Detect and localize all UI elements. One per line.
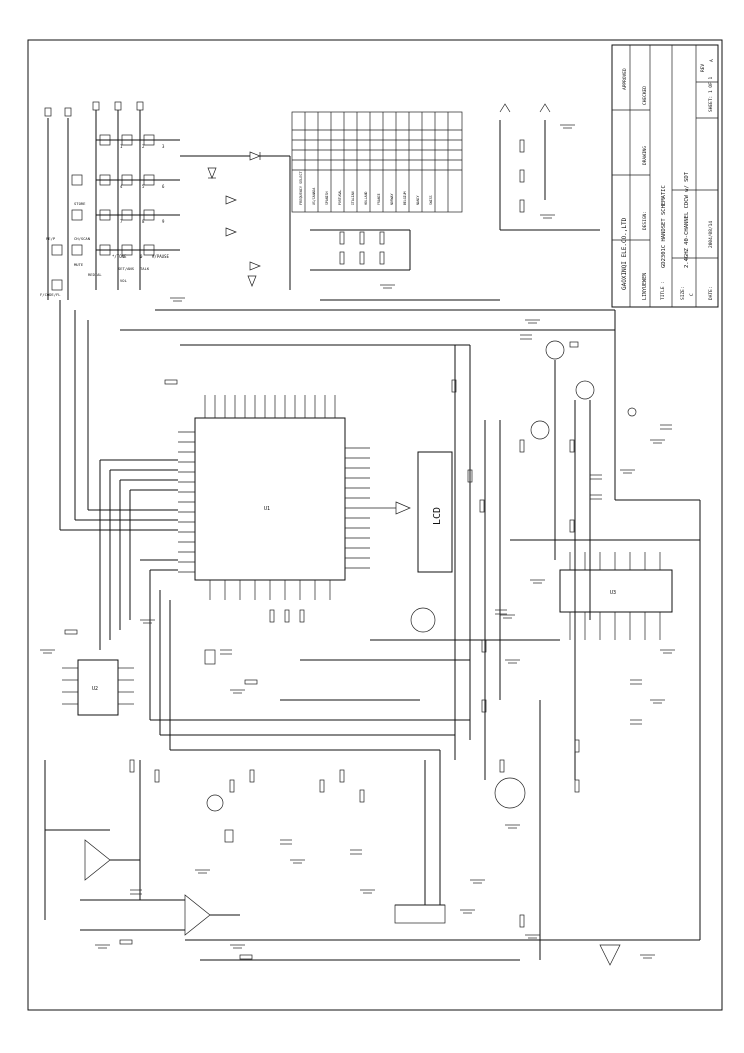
freq-row-label: FRANCE — [377, 193, 381, 205]
checked-label: CHECKED — [642, 86, 648, 105]
ic-u3-reference: U3 — [610, 590, 616, 596]
sheet-number: SHEET: 1 OF 1 — [708, 76, 714, 112]
op-amp-symbols — [84, 839, 621, 966]
ic-u2: U2 — [62, 659, 134, 716]
wiring — [44, 120, 701, 961]
key-label: #/PAUSE — [152, 254, 169, 259]
size-value: C — [689, 293, 695, 296]
lcd-block: LCD — [370, 451, 453, 573]
function-key-label: MUTE — [74, 262, 84, 267]
transistor-symbols — [206, 340, 595, 812]
function-key-label: RE/P — [46, 236, 56, 241]
date-value: 2004/08/14 — [708, 221, 714, 248]
mcu-u1: U1 — [178, 395, 370, 600]
ic-u2-reference: U2 — [92, 686, 98, 692]
function-key-label: F/CODE/FL — [40, 292, 61, 297]
mcu-reference: U1 — [264, 506, 270, 512]
function-key-label: VOL — [120, 278, 128, 283]
ground-symbols — [40, 124, 675, 959]
drawing-label: DRAWING — [642, 146, 648, 165]
size-label: SIZE: — [680, 286, 686, 300]
rev-label: REV — [700, 64, 706, 72]
key-label: 5 — [142, 184, 145, 189]
keypad-matrix: 1 2 3 4 5 6 7 8 9 */TONE 0 #/PAUSE STORE… — [40, 101, 291, 300]
key-label: 7 — [120, 219, 123, 224]
title-line-1: GD2301C HANDSET SCHEMATIC — [661, 185, 667, 268]
title-line-2: 2.4GHZ 40-CHANNEL CDCW w/ SDT — [684, 171, 690, 268]
drawn-by: LINYUEWEN — [642, 273, 648, 300]
function-key-label: STORE — [74, 201, 86, 206]
freq-row-label: US/CANADA — [312, 188, 316, 205]
key-label: 6 — [162, 184, 165, 189]
title-block: GAOXINQI ELE.CO.,LTD LINYUEWEN DESIGN: D… — [611, 44, 719, 308]
date-label: DATE: — [708, 286, 714, 300]
freq-row-label: SPANISH — [325, 191, 329, 205]
key-label: 0 — [140, 254, 143, 259]
key-label: 3 — [162, 144, 165, 149]
company-name: GAOXINQI ELE.CO.,LTD — [621, 217, 628, 290]
function-key-label: SET/ANS — [118, 266, 135, 271]
approved-label: APPROVED — [622, 68, 628, 90]
title-label: TITLE : — [660, 281, 666, 300]
sheet-border — [27, 39, 723, 1011]
freq-row-label: NANCY — [416, 195, 420, 205]
key-label: 2 — [142, 144, 145, 149]
function-key-label: TALK — [140, 266, 150, 271]
freq-row-label: NORWAY — [390, 193, 394, 205]
passive-components — [64, 139, 672, 960]
freq-row-label: PORTUGAL — [338, 190, 342, 205]
designer-label: DESIGN: — [642, 211, 648, 230]
function-key-label: CH/SCAN — [74, 236, 91, 241]
connector-block — [394, 904, 446, 924]
rev-value: A — [709, 59, 715, 62]
freq-header: FREQUENCY SELECT — [299, 170, 303, 205]
lcd-label: LCD — [432, 507, 443, 525]
antenna-icon — [499, 103, 637, 417]
key-label: 8 — [142, 219, 145, 224]
key-label: */TONE — [112, 254, 127, 259]
ic-u3: U3 — [559, 552, 673, 640]
key-label: 4 — [120, 184, 123, 189]
freq-row-label: SWISS — [429, 195, 433, 205]
freq-row-label: BELGIUM — [403, 191, 407, 205]
function-key-label: REDIAL — [88, 272, 102, 277]
frequency-select-table: FREQUENCY SELECT US/CANADA SPANISH PORTU… — [291, 111, 463, 213]
freq-row-label: HOLLAND — [364, 191, 368, 205]
key-label: 1 — [120, 144, 123, 149]
key-label: 9 — [162, 219, 165, 224]
freq-row-label: ITALIAN — [351, 191, 355, 205]
